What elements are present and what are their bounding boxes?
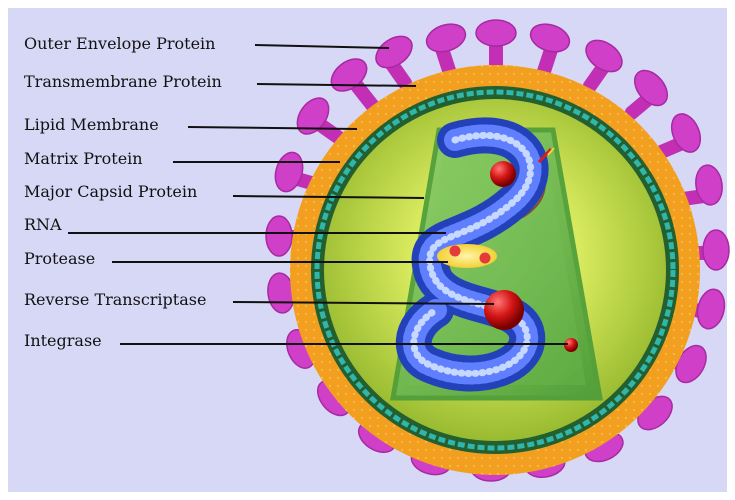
label-major-capsid-protein: Major Capsid Protein [24, 183, 197, 201]
leader-outer-envelope [255, 45, 389, 48]
label-rna: RNA [24, 216, 62, 234]
protease-dot-2 [480, 253, 491, 264]
protease-dot-1 [450, 246, 461, 257]
label-outer-envelope-protein: Outer Envelope Protein [24, 35, 215, 53]
label-integrase: Integrase [24, 332, 102, 350]
label-transmembrane-protein: Transmembrane Protein [24, 73, 222, 91]
leader-transmembrane [257, 84, 416, 86]
reverse-transcriptase-large [484, 290, 524, 330]
label-lipid-membrane: Lipid Membrane [24, 116, 159, 134]
label-protease: Protease [24, 250, 95, 268]
label-matrix-protein: Matrix Protein [24, 150, 143, 168]
reverse-transcriptase-small [490, 161, 516, 187]
label-reverse-transcriptase: Reverse Transcriptase [24, 291, 206, 309]
